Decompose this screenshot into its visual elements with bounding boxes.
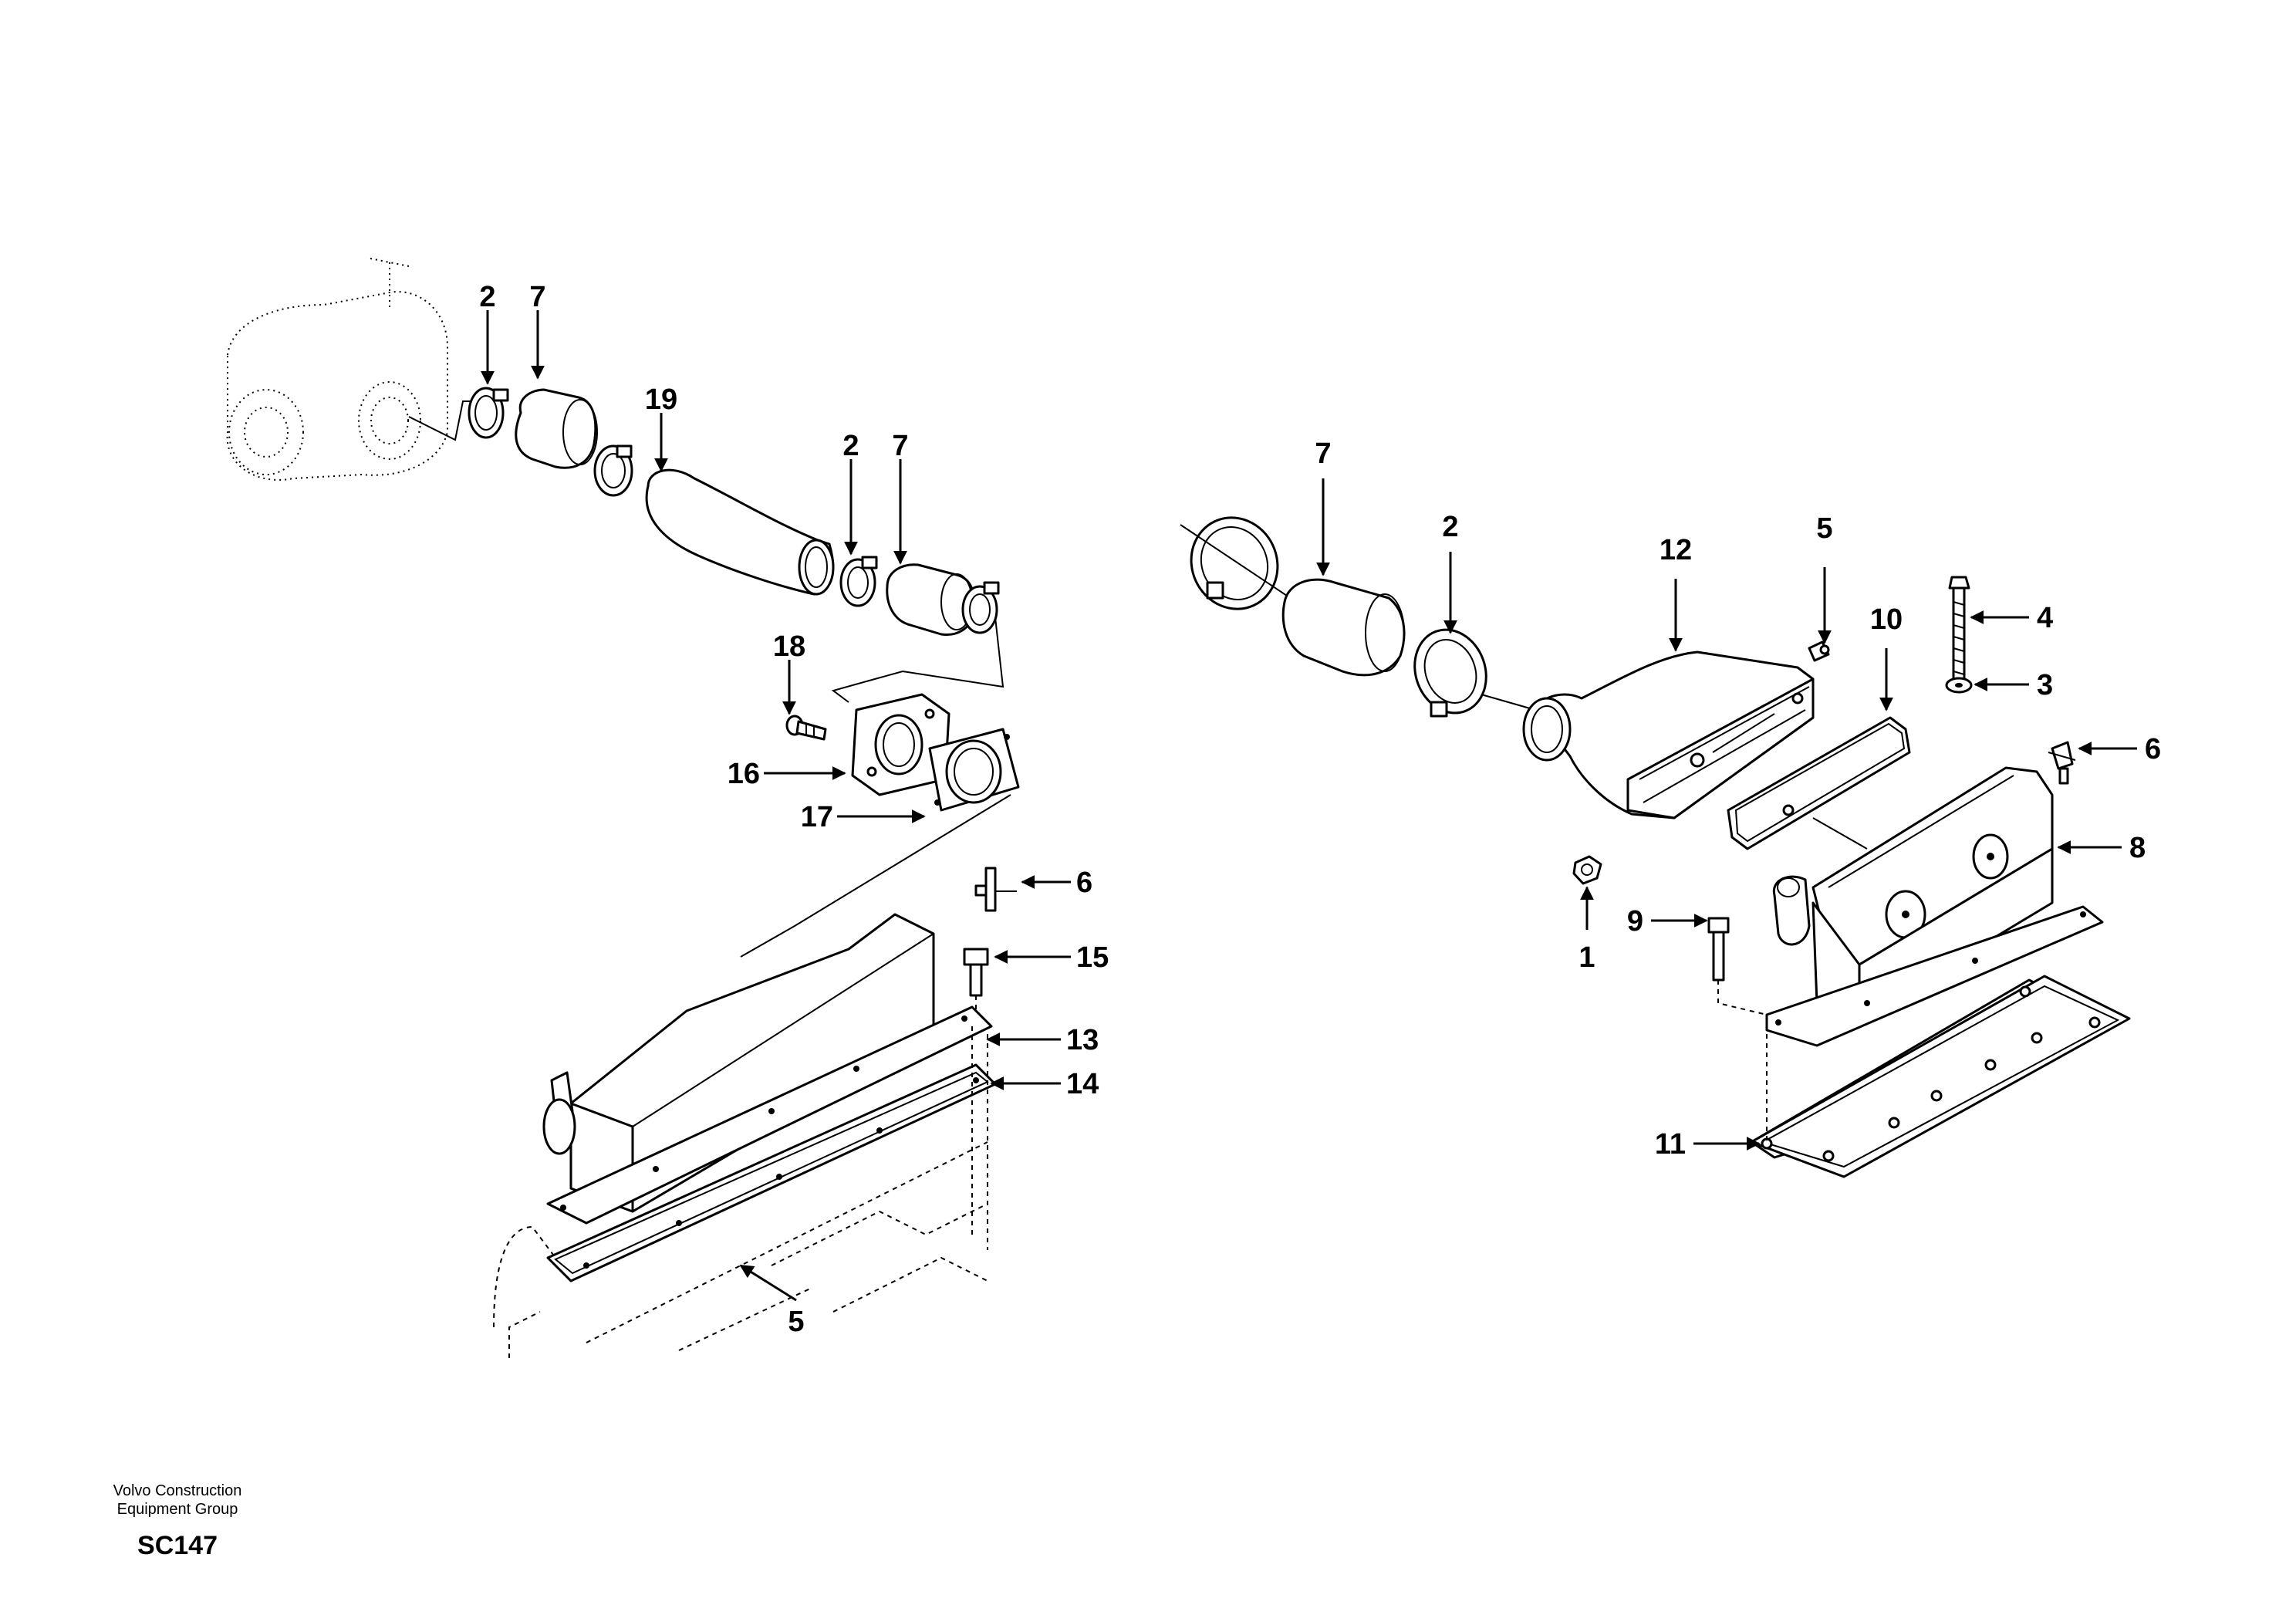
callout-18: 18 [773, 630, 805, 663]
plug-right [1808, 640, 1830, 662]
callout-5: 5 [788, 1306, 804, 1338]
leaders [481, 310, 2137, 1302]
callout-labels: 2 7 19 2 7 18 16 17 6 15 13 14 5 7 2 12 … [479, 281, 2161, 1338]
manifold-flange-plate [546, 1005, 993, 1225]
callout-15: 15 [1076, 941, 1109, 974]
engine-block-outline [493, 1026, 988, 1358]
hose-clamp-c [839, 556, 878, 607]
axis-line-right-a [1180, 524, 1297, 603]
callout-19: 19 [645, 384, 677, 416]
callout-16: 16 [728, 758, 760, 790]
callout-1: 1 [1578, 941, 1595, 974]
bent-pipe [645, 468, 835, 596]
callout-7: 7 [892, 430, 908, 462]
footer: Volvo Construction Equipment Group SC147 [54, 1482, 301, 1561]
company-line-1: Volvo Construction [113, 1482, 242, 1499]
callout-4: 4 [2037, 602, 2053, 634]
callout-11: 11 [1655, 1128, 1686, 1161]
flange-gasket [928, 728, 1020, 812]
flange-bolt [785, 715, 827, 741]
callout-2: 2 [1442, 511, 1458, 543]
callout-7: 7 [1315, 438, 1331, 470]
connection-line-b [740, 794, 1011, 958]
elbow-gasket [1727, 716, 1911, 850]
hose-clamp-a [468, 387, 509, 439]
hose-clamp-d [961, 581, 1000, 634]
callout-10: 10 [1870, 603, 1903, 636]
manifold-gasket-right [1750, 975, 2131, 1178]
hose-b [886, 563, 976, 637]
hose-clamp-b [593, 444, 633, 497]
axis-line-right-c [1812, 817, 1868, 850]
manifold-base-plate-right [1765, 905, 2104, 1047]
sensor-right [2048, 741, 2076, 785]
callout-3: 3 [2037, 669, 2053, 701]
company-line-2: Equipment Group [116, 1501, 238, 1518]
callout-14: 14 [1066, 1068, 1099, 1100]
callout-6: 6 [2145, 733, 2161, 765]
connection-line-a [831, 617, 1004, 703]
hose-a [515, 388, 598, 469]
drawing-code: SC147 [137, 1531, 218, 1560]
washer-right [1945, 677, 1973, 694]
callout-5: 5 [1816, 512, 1832, 545]
turbocharger [226, 258, 486, 481]
nut-right [1572, 855, 1602, 885]
bolt-right-short [1707, 917, 1768, 1015]
sensor-left [974, 867, 1017, 912]
intake-elbow [1522, 650, 1815, 819]
callout-7: 7 [529, 281, 545, 313]
hose-right [1281, 578, 1406, 677]
bolt-right-long [1948, 576, 1970, 684]
callout-8: 8 [2129, 832, 2146, 864]
axis-line-right-b [1481, 694, 1536, 711]
hose-clamp-right-a [1190, 516, 1279, 610]
callout-17: 17 [801, 801, 833, 833]
flange [851, 693, 950, 796]
hose-clamp-right-b [1413, 628, 1487, 718]
callout-9: 9 [1627, 905, 1643, 938]
callout-13: 13 [1066, 1024, 1099, 1056]
callout-6: 6 [1076, 867, 1092, 899]
callout-2: 2 [479, 281, 495, 313]
callout-2: 2 [842, 430, 859, 462]
callout-12: 12 [1660, 534, 1692, 566]
